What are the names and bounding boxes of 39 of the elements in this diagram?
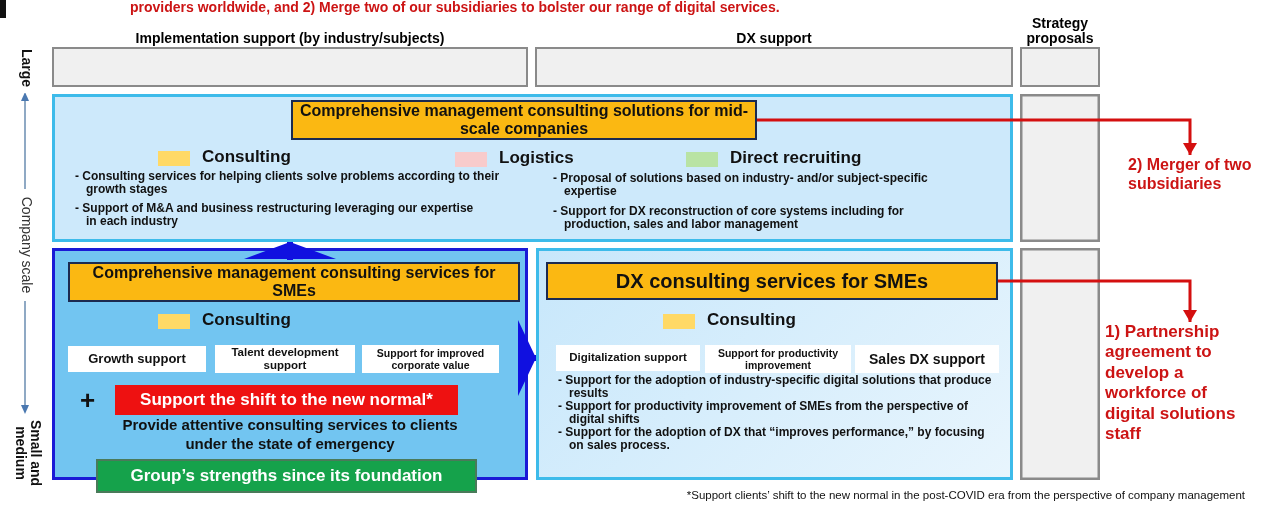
service-title: DX consulting services for SMEs xyxy=(546,262,998,300)
service-item: Support for productivity improvement xyxy=(705,345,851,373)
bullet-text: - Support for DX reconstruction of core systems including for production, sales and labor management xyxy=(553,205,905,232)
foundation-banner: Group’s strengths since its foundation xyxy=(96,459,477,493)
bullet-text: - Proposal of solutions based on industry- and/or subject-specific expertise xyxy=(553,172,929,199)
outcome-note: 2) Merger of two subsidiaries xyxy=(1128,155,1274,199)
highlight-banner: Support the shift to the new normal* xyxy=(115,385,458,415)
service-item: Growth support xyxy=(68,346,206,372)
outcome-note: 1) Partnership agreement to develop a workforce of digital solutions staff xyxy=(1105,322,1260,482)
title: providers worldwide, and 2) Merge two of our subsidiaries to bolster our range of digital services. xyxy=(130,0,780,15)
service-item: Support for improved corporate value xyxy=(362,345,499,373)
bullet-text: - Consulting services for helping clients solve problems according to their growth stages xyxy=(75,170,501,197)
bullet-text: - Support for the adoption of industry-specific digital solutions that produce results xyxy=(558,374,993,401)
arrow xyxy=(518,320,536,396)
arrow xyxy=(998,279,1197,322)
axis-label: Company scale xyxy=(16,189,34,301)
arrow xyxy=(757,118,1197,155)
service-item: Digitalization support xyxy=(556,345,700,371)
bullet-text: - Support for the adoption of DX that “improves performance,” by focusing on sales process. xyxy=(558,426,986,453)
footnote: *Support clients’ shift to the new normal in the post-COVID era from the perspective of company management xyxy=(685,489,1245,503)
plus-sign: + xyxy=(80,386,97,414)
description-text: Provide attentive consulting services to clients under the state of emergency xyxy=(121,415,459,453)
legend-label: Direct recruiting xyxy=(730,148,862,168)
column-header: Strategy proposals xyxy=(1025,14,1095,46)
segment-panel xyxy=(536,248,1013,480)
service-item: Sales DX support xyxy=(855,345,999,373)
bullet-text: - Support of M&A and business restructuring leveraging our expertise in each industry xyxy=(75,202,475,229)
bullet-text: - Support for productivity improvement of SMEs from the perspective of digital shifts xyxy=(558,400,970,427)
legend-label: Consulting xyxy=(202,147,291,167)
service-title: Comprehensive management consulting solutions for mid-scale companies xyxy=(291,100,757,140)
segment-panel xyxy=(52,94,1013,242)
service-title: Comprehensive management consulting services for SMEs xyxy=(68,262,520,302)
column-header: Implementation support (by industry/subjects) xyxy=(134,29,446,46)
legend-label: Logistics xyxy=(499,148,574,168)
legend-label: Consulting xyxy=(707,310,796,330)
legend-label: Consulting xyxy=(202,310,291,330)
arrow xyxy=(244,242,336,260)
column-header: DX support xyxy=(735,29,813,46)
service-item: Talent development support xyxy=(215,345,355,373)
